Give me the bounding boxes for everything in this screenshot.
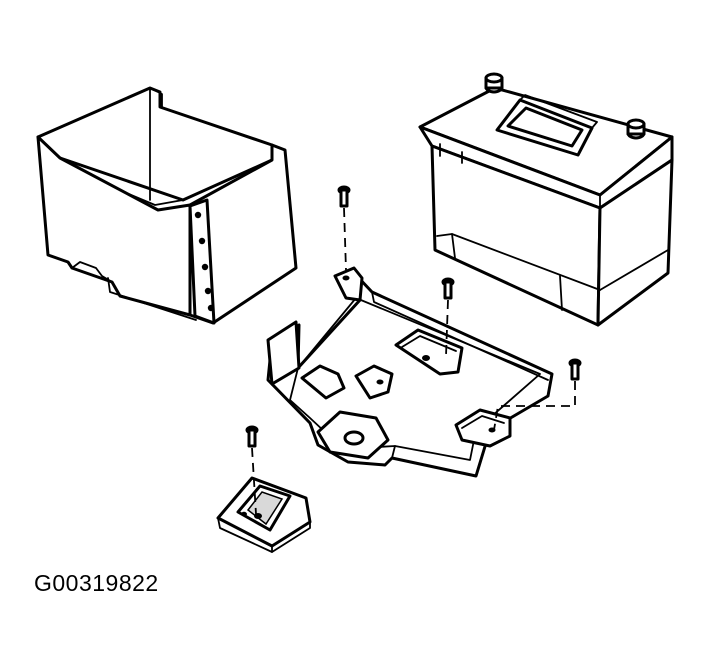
tray-center-slot (394, 328, 464, 376)
bolt-right (568, 358, 582, 381)
alignment-lines (251, 207, 576, 515)
bolt-center (441, 277, 455, 300)
battery-handle (495, 94, 598, 157)
battery-terminal-left (484, 72, 504, 94)
hold-down-clamp (216, 476, 312, 553)
battery-terminal-right (626, 118, 646, 140)
bolt-bottom (245, 425, 259, 448)
figure-id-label: G00319822 (34, 570, 159, 596)
battery-tray (266, 266, 554, 478)
bolt-top-left (337, 185, 351, 208)
tray-front-tab (316, 410, 390, 460)
battery-insulator-box (36, 86, 298, 325)
battery (418, 72, 674, 327)
